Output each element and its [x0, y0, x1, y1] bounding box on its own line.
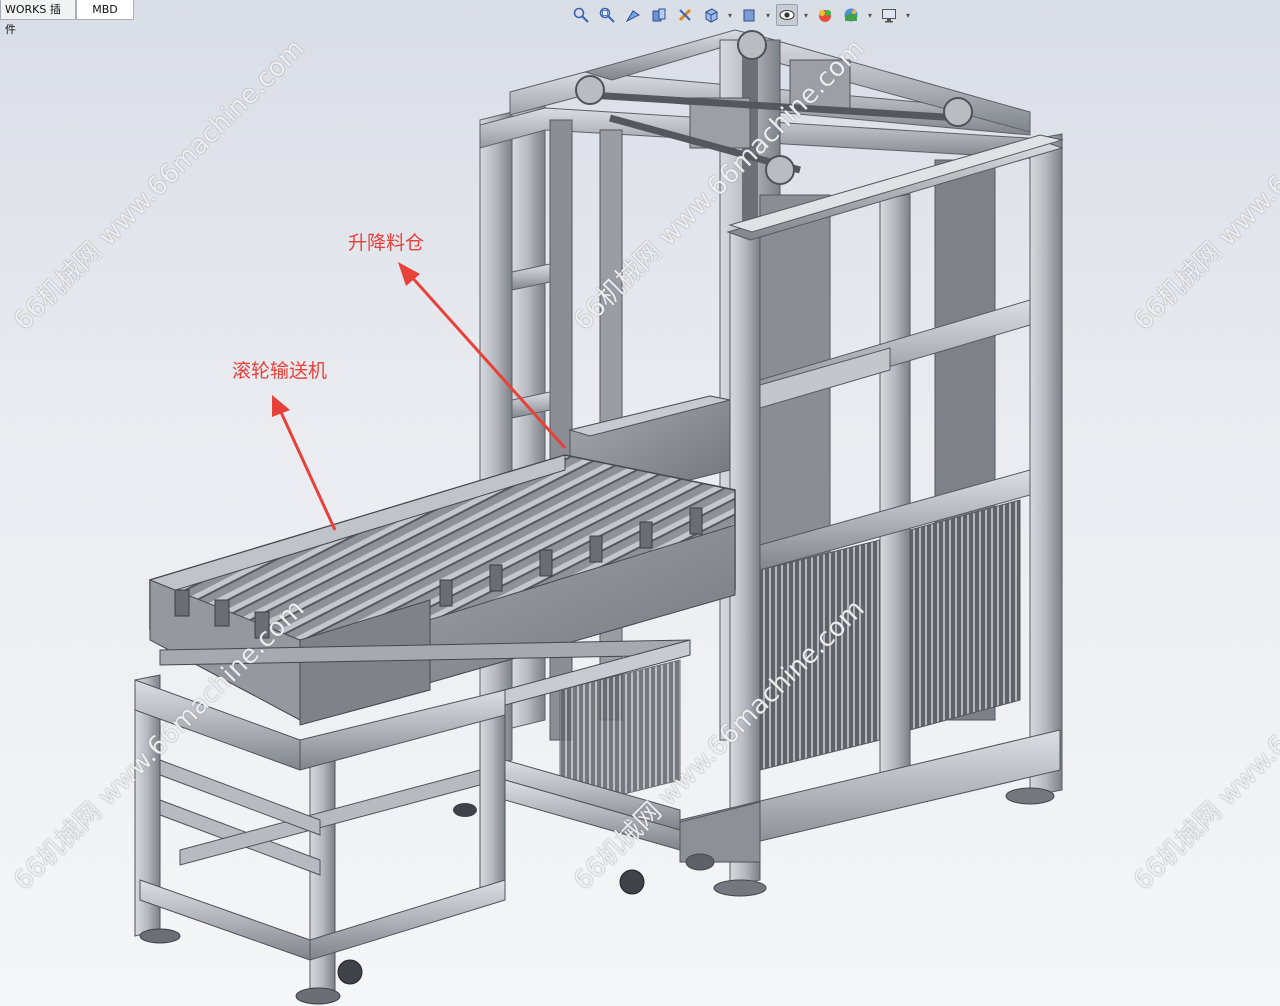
- roller-conveyor-label: 滚轮输送机: [232, 360, 328, 382]
- tab-solidworks-addins[interactable]: WORKS 插件: [0, 0, 76, 36]
- previous-view-icon[interactable]: [622, 4, 644, 26]
- apply-scene-dropdown-icon[interactable]: ▾: [867, 10, 872, 20]
- section-view-icon[interactable]: [648, 4, 670, 26]
- apply-scene-icon[interactable]: [840, 4, 862, 26]
- annotation-arrows: [272, 262, 567, 531]
- zoom-to-fit-icon[interactable]: [570, 4, 592, 26]
- heads-up-view-toolbar: ▾ ▾ ▾ ▾ ▾: [570, 2, 912, 28]
- command-manager-tabs: WORKS 插件 MBD: [0, 0, 134, 36]
- lift-bin-label: 升降料仓: [348, 232, 425, 254]
- edit-appearance-icon[interactable]: [814, 4, 836, 26]
- roller-conveyor: [134, 454, 736, 1005]
- display-style-dropdown-icon[interactable]: ▾: [765, 10, 770, 20]
- view-settings-dropdown-icon[interactable]: ▾: [905, 10, 910, 20]
- hide-show-dropdown-icon[interactable]: ▾: [803, 10, 808, 20]
- view-orientation-icon[interactable]: [700, 4, 722, 26]
- tab-mbd[interactable]: MBD: [76, 0, 134, 20]
- view-orientation-dropdown-icon[interactable]: ▾: [727, 10, 732, 20]
- display-style-icon[interactable]: [738, 4, 760, 26]
- zoom-to-area-icon[interactable]: [596, 4, 618, 26]
- dynamic-annotation-icon[interactable]: [674, 4, 696, 26]
- hide-show-items-icon[interactable]: [776, 4, 798, 26]
- view-settings-icon[interactable]: [878, 4, 900, 26]
